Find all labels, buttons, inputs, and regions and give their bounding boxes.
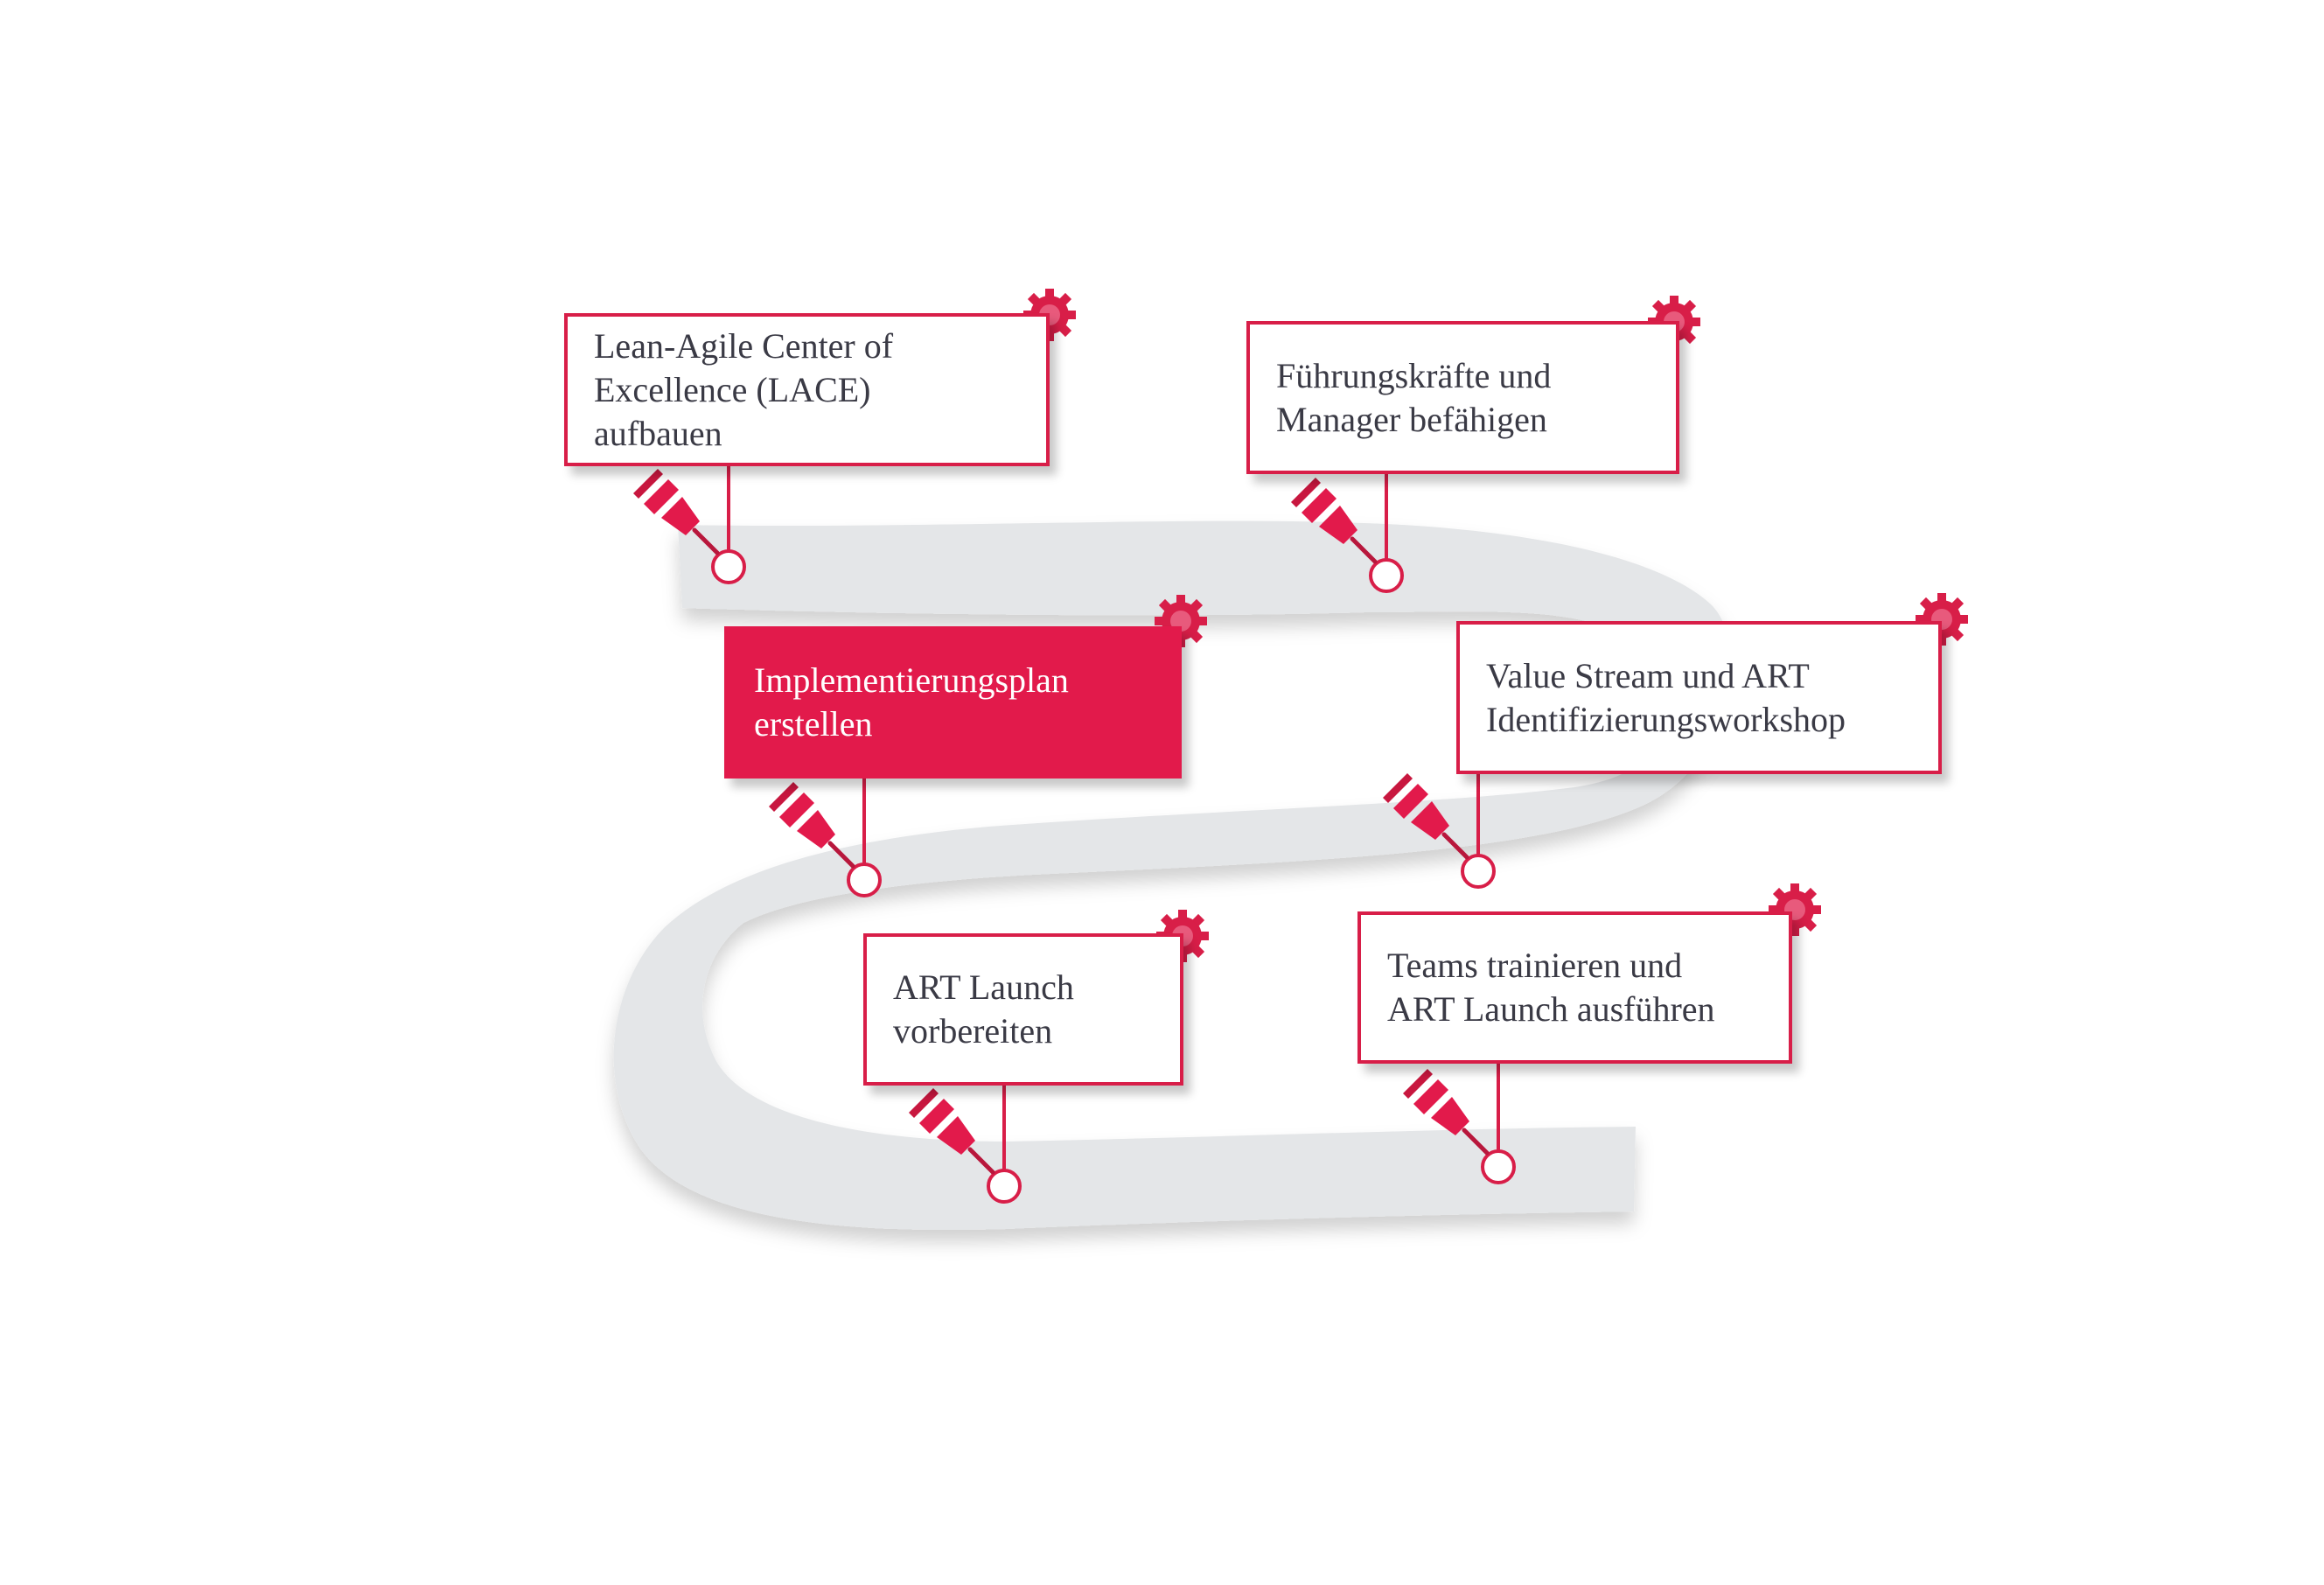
step-label: Lean-Agile Center of Excellence (LACE) a… — [594, 325, 893, 456]
milestone-ring — [987, 1169, 1022, 1204]
step-label-line: Identifizierungsworkshop — [1486, 699, 1846, 739]
pushpin-icon — [1383, 773, 1467, 857]
pushpin-icon — [633, 469, 717, 553]
pushpin-icon — [769, 782, 853, 866]
step-label-line: Value Stream und ART — [1486, 655, 1810, 695]
step-box-plan[interactable]: Implementierungsplan erstellen — [724, 626, 1182, 779]
step-label: ART Launch vorbereiten — [893, 966, 1074, 1053]
step-label-line: vorbereiten — [893, 1011, 1053, 1051]
step-label-line: ART Launch — [893, 967, 1074, 1007]
milestone-ring — [1369, 558, 1404, 593]
step-label-line: erstellen — [754, 704, 873, 744]
pushpin-icon — [909, 1088, 993, 1172]
step-label: Teams trainieren und ART Launch ausführe… — [1387, 944, 1715, 1031]
step-label-line: Führungskräfte und — [1276, 355, 1552, 395]
step-label-line: Excellence (LACE) — [594, 369, 871, 409]
marker-lace — [633, 289, 1076, 584]
step-box-teams[interactable]: Teams trainieren und ART Launch ausführe… — [1357, 911, 1792, 1064]
marker-artprep — [909, 910, 1209, 1204]
step-label: Implementierungsplan erstellen — [754, 659, 1069, 746]
road-surface — [613, 520, 1731, 1231]
step-label-line: aufbauen — [594, 413, 722, 453]
milestone-ring — [847, 862, 882, 897]
pushpin-icon — [1403, 1069, 1487, 1153]
step-label: Value Stream und ART Identifizierungswor… — [1486, 654, 1846, 742]
step-label-line: Implementierungsplan — [754, 660, 1069, 700]
step-label-line: Lean-Agile Center of — [594, 325, 894, 366]
marker-teams — [1403, 883, 1821, 1184]
pushpin-icon — [1291, 478, 1375, 562]
milestone-ring — [711, 549, 746, 584]
step-label-line: Manager befähigen — [1276, 399, 1547, 439]
milestone-ring — [1481, 1149, 1516, 1184]
marker-valuestream — [1383, 593, 1968, 889]
marker-plan — [769, 595, 1207, 897]
step-box-valuestream[interactable]: Value Stream und ART Identifizierungswor… — [1456, 621, 1942, 774]
step-box-artprep[interactable]: ART Launch vorbereiten — [863, 933, 1183, 1086]
step-label-line: ART Launch ausführen — [1387, 989, 1715, 1029]
step-box-lace[interactable]: Lean-Agile Center of Excellence (LACE) a… — [564, 313, 1050, 466]
step-box-fuehrung[interactable]: Führungskräfte und Manager befähigen — [1246, 321, 1679, 474]
marker-fuehrung — [1291, 296, 1700, 593]
step-label-line: Teams trainieren und — [1387, 946, 1683, 985]
milestone-ring — [1461, 854, 1496, 889]
step-label: Führungskräfte und Manager befähigen — [1276, 354, 1551, 442]
